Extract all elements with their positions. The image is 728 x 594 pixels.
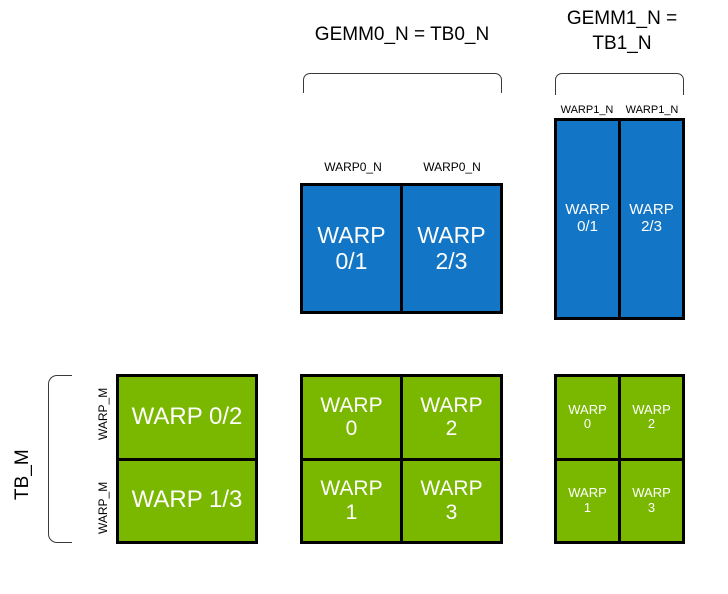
green-mid-cell-2-line2: 1 <box>345 500 358 524</box>
green-right-cell-3-line2: 3 <box>647 499 656 515</box>
green-right-cell-1-line1: WARP <box>632 401 671 417</box>
green-right-cell-2[interactable]: WARP 1 <box>557 460 618 541</box>
green-right-cell-0[interactable]: WARP 0 <box>557 377 618 458</box>
green-right-cell-1[interactable]: WARP 2 <box>621 377 682 458</box>
gemm1-title-line1: GEMM1_N = <box>566 8 678 29</box>
blue-right-cell-1-line2: 2/3 <box>641 218 662 235</box>
green-mid-cell-3-line1: WARP <box>420 477 483 501</box>
green-left-cell-1-line1: WARP 1/3 <box>131 486 243 514</box>
blue-right-cell-1[interactable]: WARP 2/3 <box>621 121 682 317</box>
blue-mid-cell-1-line1: WARP <box>417 221 486 248</box>
green-mid-cell-0-line1: WARP <box>320 393 383 417</box>
green-right-cell-3[interactable]: WARP 3 <box>621 460 682 541</box>
warp0-n-label-left: WARP0_N <box>324 160 382 174</box>
green-right-group: WARP 0 WARP 2 WARP 1 WARP 3 <box>554 374 685 544</box>
green-right-cell-0-line1: WARP <box>568 401 607 417</box>
warp-m-label-top: WARP_M <box>96 387 110 440</box>
tb-m-label: TB_M <box>12 449 33 500</box>
blue-mid-group: WARP 0/1 WARP 2/3 <box>300 183 503 314</box>
blue-right-cell-0[interactable]: WARP 0/1 <box>557 121 618 317</box>
gemm1-title-line2: TB1_N <box>592 33 652 54</box>
green-mid-cell-2[interactable]: WARP 1 <box>303 460 400 541</box>
blue-right-cell-0-line2: 0/1 <box>577 218 598 235</box>
blue-mid-cell-0-line1: WARP <box>317 221 386 248</box>
green-mid-cell-1[interactable]: WARP 2 <box>403 377 500 458</box>
gemm1-span-bracket <box>555 73 684 95</box>
warp-m-label-bottom: WARP_M <box>96 481 110 534</box>
blue-mid-cell-0[interactable]: WARP 0/1 <box>303 186 400 311</box>
warp0-n-label-right: WARP0_N <box>423 160 481 174</box>
tb-m-bracket <box>48 375 72 543</box>
green-right-cell-2-line2: 1 <box>583 499 592 515</box>
green-mid-group: WARP 0 WARP 2 WARP 1 WARP 3 <box>300 374 503 544</box>
green-mid-cell-2-line1: WARP <box>320 477 383 501</box>
green-left-group: WARP 0/2 WARP 1/3 <box>116 374 258 544</box>
blue-mid-cell-1-line2: 2/3 <box>435 247 468 274</box>
green-left-cell-1[interactable]: WARP 1/3 <box>119 460 255 541</box>
blue-mid-cell-0-line2: 0/1 <box>335 247 368 274</box>
green-right-cell-2-line1: WARP <box>568 485 607 501</box>
green-right-cell-1-line2: 2 <box>647 416 656 432</box>
gemm0-title: GEMM0_N = TB0_N <box>314 24 490 45</box>
warp1-n-label-left: WARP1_N <box>560 104 614 116</box>
green-mid-cell-1-line1: WARP <box>420 393 483 417</box>
green-mid-cell-0-line2: 0 <box>345 417 358 441</box>
gemm0-span-bracket <box>303 73 502 93</box>
blue-right-cell-1-line1: WARP <box>629 201 674 219</box>
blue-mid-cell-1[interactable]: WARP 2/3 <box>403 186 500 311</box>
green-left-cell-0-line1: WARP 0/2 <box>131 402 243 430</box>
green-left-cell-0[interactable]: WARP 0/2 <box>119 377 255 458</box>
green-right-cell-3-line1: WARP <box>632 485 671 501</box>
green-mid-cell-3-line2: 3 <box>445 500 458 524</box>
blue-right-cell-0-line1: WARP <box>565 201 610 219</box>
green-mid-cell-1-line2: 2 <box>445 417 458 441</box>
green-mid-cell-3[interactable]: WARP 3 <box>403 460 500 541</box>
green-mid-cell-0[interactable]: WARP 0 <box>303 377 400 458</box>
green-right-cell-0-line2: 0 <box>583 416 592 432</box>
blue-right-group: WARP 0/1 WARP 2/3 <box>554 118 685 320</box>
warp1-n-label-right: WARP1_N <box>625 104 679 116</box>
